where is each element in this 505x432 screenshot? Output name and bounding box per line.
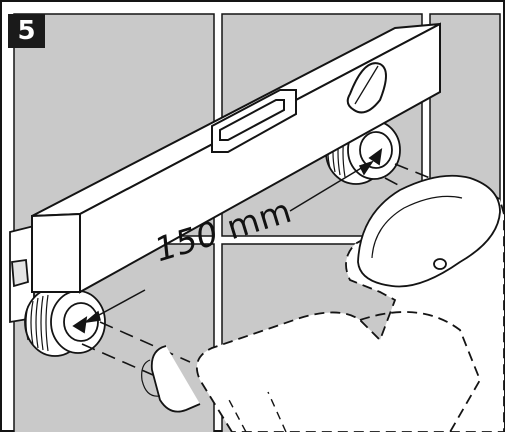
- step-number: 5: [17, 16, 36, 46]
- level-side-face: [79, 22, 441, 294]
- mixer-faucet-icon: [141, 174, 505, 432]
- level-front-face: [31, 212, 81, 293]
- thread-rings: [25, 294, 49, 352]
- wall-connector-icon: [24, 287, 106, 357]
- pointer-arrow-icon: [72, 316, 88, 334]
- step-number-badge: 5: [8, 14, 45, 48]
- level-vial: [219, 99, 285, 141]
- left-back-fitting: [9, 224, 35, 324]
- spirit-level-icon: [31, 22, 441, 294]
- dimension-line: [83, 160, 374, 324]
- pointer-arrow-icon: [368, 148, 383, 166]
